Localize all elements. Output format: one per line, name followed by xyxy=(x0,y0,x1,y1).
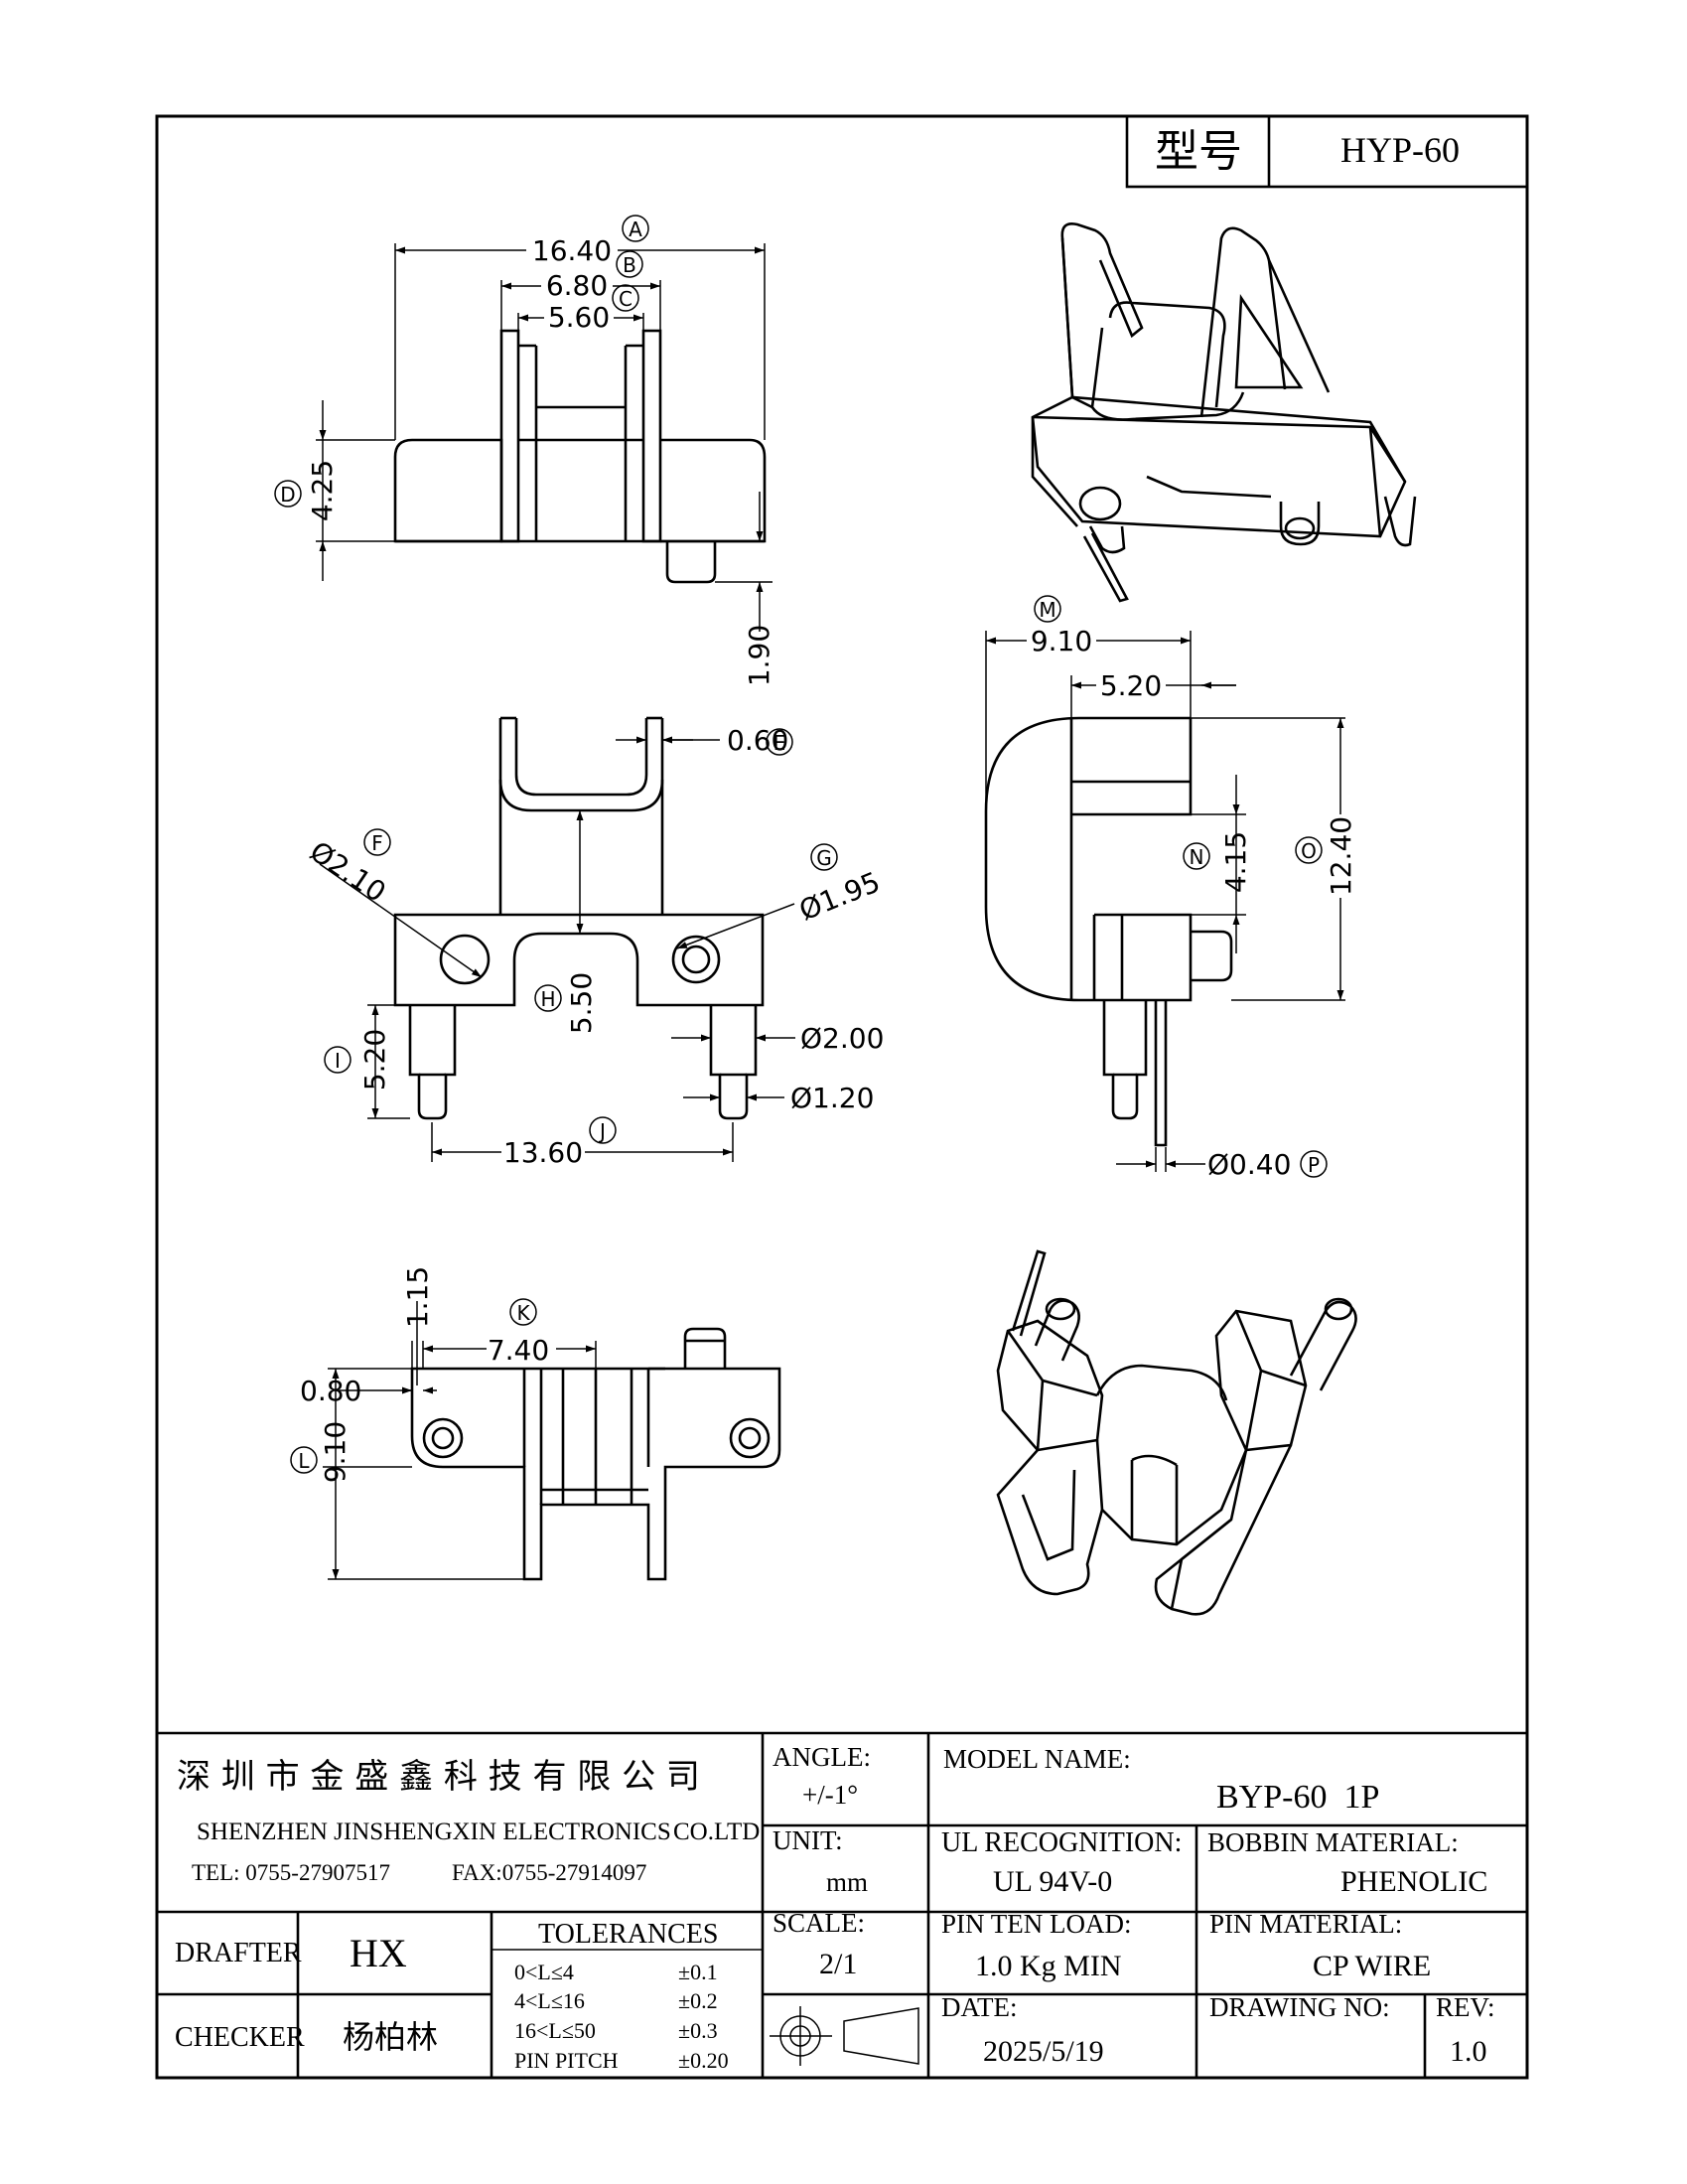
company-name-en-suffix: CO.LTD xyxy=(673,1819,760,1845)
drafter-label: DRAFTER xyxy=(175,1938,302,1968)
dim-c-tag: C xyxy=(619,287,633,311)
dim-l-tag: L xyxy=(298,1449,310,1473)
checker-value: 杨柏林 xyxy=(343,2018,438,2056)
dim-f-tag: F xyxy=(371,831,383,855)
dim-b-value: 6.80 xyxy=(546,269,608,302)
drawing-no-label: DRAWING NO: xyxy=(1209,1992,1390,2022)
dim-a-value: 16.40 xyxy=(532,234,612,267)
dim-o-value: 12.40 xyxy=(1325,816,1357,896)
dim-t2-value: 0.80 xyxy=(300,1375,361,1407)
company-name-cn: 深 圳 市 金 盛 鑫 科 技 有 限 公 司 xyxy=(177,1757,700,1797)
date-value: 2025/5/19 xyxy=(983,2035,1104,2068)
company-fax: FAX:0755-27914097 xyxy=(452,1860,646,1885)
angle-label: ANGLE: xyxy=(773,1742,871,1772)
dim-b-tag: B xyxy=(623,253,636,277)
dim-m-tag: M xyxy=(1039,598,1055,622)
rev-value: 1.0 xyxy=(1450,2035,1487,2068)
dim-l-value: 9.10 xyxy=(319,1421,351,1483)
dim-d-value: 4.25 xyxy=(306,460,339,521)
date-label: DATE: xyxy=(941,1992,1018,2022)
dim-pin-dia-value: Ø2.00 xyxy=(800,1022,884,1055)
dim-j-tag: J xyxy=(598,1119,606,1143)
tolerance-range-4: PIN PITCH xyxy=(514,2048,619,2073)
profile-view: 9.10 M 5.20 4.15 N 12.40 O Ø0.40 P xyxy=(984,595,1357,1181)
model-header: 型号 HYP-60 xyxy=(1125,114,1529,189)
dim-i-value: 5.20 xyxy=(358,1029,391,1091)
tolerance-value-3: ±0.3 xyxy=(678,2018,718,2043)
company-name-en: SHENZHEN JINSHENGXIN ELECTRONICS xyxy=(197,1819,671,1845)
scale-value: 2/1 xyxy=(819,1948,857,1980)
dim-a-tag: A xyxy=(629,218,642,241)
pin-load-value: 1.0 Kg MIN xyxy=(975,1950,1122,1982)
dim-m-value: 9.10 xyxy=(1031,625,1092,657)
dim-n-tag: N xyxy=(1190,845,1204,869)
isometric-view-top xyxy=(1031,222,1417,603)
dim-t1-value: 1.15 xyxy=(401,1266,434,1328)
dim-pin-height-value: 1.90 xyxy=(743,625,775,686)
tolerances-label: TOLERANCES xyxy=(538,1919,719,1950)
angle-value: +/-1° xyxy=(802,1780,858,1810)
ul-label: UL RECOGNITION: xyxy=(941,1827,1182,1858)
rev-label: REV: xyxy=(1436,1992,1495,2022)
tolerance-value-4: ±0.20 xyxy=(678,2048,729,2073)
scale-label: SCALE: xyxy=(773,1908,865,1938)
dim-c-value: 5.60 xyxy=(548,301,610,334)
pin-load-label: PIN TEN LOAD: xyxy=(941,1909,1132,1939)
drafter-value: HX xyxy=(350,1931,407,1975)
unit-value: mm xyxy=(826,1867,868,1897)
isometric-view-bottom xyxy=(996,1249,1357,1616)
tolerance-value-1: ±0.1 xyxy=(678,1960,718,1984)
bobbin-value: PHENOLIC xyxy=(1340,1865,1487,1898)
dim-k-tag: K xyxy=(516,1301,530,1325)
title-block: 深 圳 市 金 盛 鑫 科 技 有 限 公 司 SHENZHEN JINSHEN… xyxy=(157,1731,1527,2078)
model-header-value: HYP-60 xyxy=(1340,130,1460,170)
dim-g-value: Ø1.95 xyxy=(794,865,885,927)
company-tel: TEL: 0755-27907517 xyxy=(192,1860,390,1885)
pin-material-value: CP WIRE xyxy=(1313,1950,1431,1982)
tolerance-range-2: 4<L≤16 xyxy=(514,1988,585,2013)
model-name-label: MODEL NAME: xyxy=(943,1744,1131,1774)
checker-label: CHECKER xyxy=(175,2022,305,2053)
dim-pin-tip-dia-value: Ø1.20 xyxy=(790,1082,874,1114)
dim-g-tag: G xyxy=(816,846,832,870)
tolerance-range-1: 0<L≤4 xyxy=(514,1960,574,1984)
side-view: 0.60 E Ø2.10 F Ø1.95 G 5.50 H 5.20 I 13.… xyxy=(304,716,885,1169)
dim-j-value: 13.60 xyxy=(503,1136,583,1169)
model-name-value: BYP-60 1P xyxy=(1216,1779,1379,1816)
dim-h-value: 5.50 xyxy=(565,972,598,1034)
tolerance-range-3: 16<L≤50 xyxy=(514,2018,596,2043)
unit-label: UNIT: xyxy=(773,1825,843,1855)
top-view: 7.40 K 1.15 0.80 9.10 L xyxy=(290,1266,781,1581)
ul-value: UL 94V-0 xyxy=(993,1865,1112,1898)
dim-p-tag: P xyxy=(1308,1153,1320,1177)
sheet-border xyxy=(155,114,1529,2080)
model-header-label: 型号 xyxy=(1155,126,1242,177)
dim-p-value: Ø0.40 xyxy=(1207,1148,1291,1181)
dim-k-value: 7.40 xyxy=(488,1334,549,1367)
tolerance-value-2: ±0.2 xyxy=(678,1988,718,2013)
dim-e-tag: E xyxy=(773,731,786,755)
dim-h-tag: H xyxy=(540,987,555,1011)
dim-o-tag: O xyxy=(1301,839,1317,863)
bobbin-label: BOBBIN MATERIAL: xyxy=(1207,1827,1459,1857)
projection-symbol xyxy=(770,2006,919,2066)
dim-i-tag: I xyxy=(335,1049,341,1073)
dim-s-value: 5.20 xyxy=(1100,669,1162,702)
dim-n-value: 4.15 xyxy=(1219,831,1252,893)
pin-material-label: PIN MATERIAL: xyxy=(1209,1909,1402,1939)
dim-d-tag: D xyxy=(280,483,295,507)
front-view: 16.40 6.80 5.60 A B C 4.25 D 1.90 xyxy=(274,215,775,686)
